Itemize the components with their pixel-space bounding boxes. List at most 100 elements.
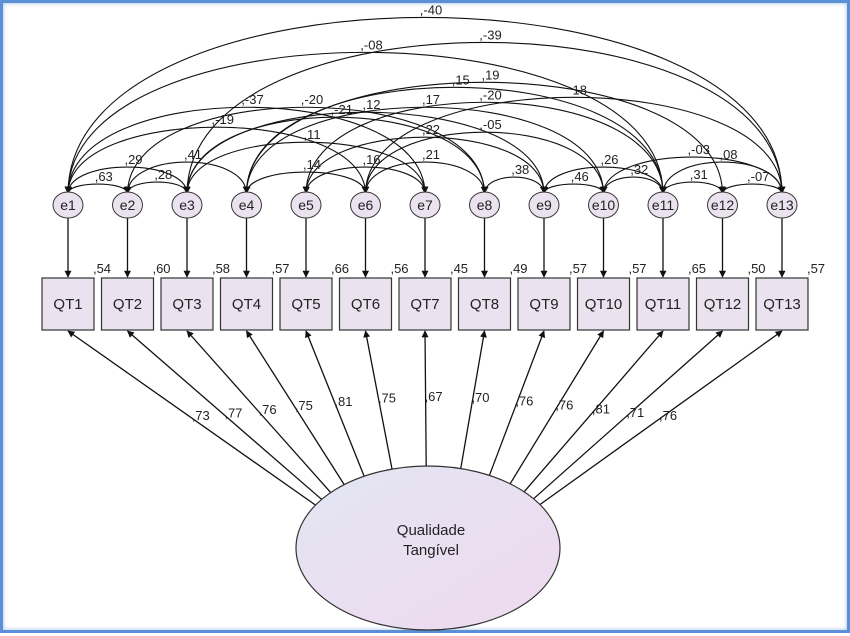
covariance-arc-e1-e13[interactable] <box>64 17 786 194</box>
covariance-arc-e1-e7[interactable] <box>64 106 429 194</box>
covariance-arc-e2-e3[interactable] <box>124 181 190 194</box>
error-node-e7[interactable] <box>409 191 441 219</box>
covariance-arc-e5-e7[interactable] <box>302 166 429 194</box>
loading-path-qt12[interactable] <box>531 330 724 501</box>
covariance-arc-e2-e4[interactable] <box>124 161 250 194</box>
covariance-arc-e3-e13[interactable] <box>183 41 786 194</box>
loading-path-qt8[interactable] <box>459 330 487 471</box>
covariance-arc-e6-e13[interactable] <box>362 96 786 194</box>
error-node-e2[interactable] <box>112 191 143 219</box>
loading-path-qt11[interactable] <box>522 330 664 494</box>
item-box-qt10[interactable] <box>576 277 631 331</box>
item-box-qt2[interactable] <box>100 277 155 331</box>
loading-path-qt7[interactable] <box>421 330 429 468</box>
loading-path-qt4[interactable] <box>245 330 346 487</box>
loading-value: ,71 <box>626 405 644 420</box>
loading-path-qt2[interactable] <box>126 330 324 502</box>
covariance-arc-e1-e3[interactable] <box>64 166 191 194</box>
r-squared-value: ,57 <box>271 261 289 276</box>
item-label: QT7 <box>410 296 439 313</box>
loading-value: ,73 <box>192 408 210 423</box>
covariance-arc-e3-e9[interactable] <box>183 111 548 194</box>
loading-value: ,76 <box>555 398 573 413</box>
item-box-qt5[interactable] <box>279 277 333 331</box>
covariance-arc-e9-e10[interactable] <box>541 183 606 194</box>
error-label: e7 <box>417 197 433 213</box>
item-box-qt1[interactable] <box>41 277 95 331</box>
covariance-arc-e2-e8[interactable] <box>124 106 488 194</box>
covariance-arc-e11-e13[interactable] <box>659 161 786 194</box>
covariance-value: 18 <box>573 82 587 97</box>
covariance-arc-e6-e10[interactable] <box>362 131 607 194</box>
error-node-e13[interactable] <box>766 191 798 219</box>
loading-path-qt6[interactable] <box>363 330 393 471</box>
loading-path-qt13[interactable] <box>537 330 783 507</box>
covariance-arc-e4-e11[interactable] <box>243 86 667 194</box>
item-box-qt6[interactable] <box>338 277 393 331</box>
covariance-arc-e5-e9[interactable] <box>302 136 548 194</box>
error-label: e13 <box>770 197 794 213</box>
path-arrows: ,73,77,76,75,81,75,67,70,76,76,81,71,76 <box>64 218 786 507</box>
sem-path-diagram: ,-08,-40,-39,19,-37,-21,12,17,-20,-19,-2… <box>41 3 825 631</box>
item-box-qt4[interactable] <box>219 277 274 331</box>
loading-path-qt5[interactable] <box>305 330 366 479</box>
nodes: e1QT1,54e2QT2,60e3QT3,58e4QT4,57e5QT5,66… <box>41 191 825 331</box>
item-label: QT10 <box>585 296 623 313</box>
item-label: QT3 <box>172 296 201 313</box>
covariance-value: ,15 <box>452 72 470 87</box>
error-node-e4[interactable] <box>231 191 262 219</box>
covariance-value: ,26 <box>600 152 618 167</box>
item-box-qt3[interactable] <box>160 277 214 331</box>
error-node-e1[interactable] <box>52 191 84 219</box>
latent-label-line2: Tangível <box>403 542 459 559</box>
covariance-arc-e1-e2[interactable] <box>65 183 130 194</box>
covariance-arc-e6-e8[interactable] <box>362 161 488 194</box>
item-box-qt8[interactable] <box>457 277 512 331</box>
item-box-qt9[interactable] <box>517 277 571 331</box>
error-label: e6 <box>358 197 374 213</box>
loading-path-qt3[interactable] <box>186 330 333 495</box>
item-box-qt11[interactable] <box>636 277 690 331</box>
latent-variable[interactable]: Qualidade Tangível <box>295 465 561 631</box>
covariance-arc-e11-e12[interactable] <box>660 181 726 194</box>
error-label: e2 <box>120 197 136 213</box>
covariance-arc-e4-e6[interactable] <box>243 171 369 194</box>
covariance-arc-e10-e13[interactable] <box>600 156 786 194</box>
covariance-arc-e8-e9[interactable] <box>481 176 547 194</box>
loading-path-qt10[interactable] <box>508 330 605 486</box>
error-node-e12[interactable] <box>707 191 738 219</box>
loading-path-qt1[interactable] <box>67 330 318 507</box>
covariance-arc-e9-e11[interactable] <box>540 166 667 194</box>
error-node-e6[interactable] <box>350 191 381 219</box>
covariance-value: ,41 <box>184 147 202 162</box>
covariance-arcs: ,-08,-40,-39,19,-37,-21,12,17,-20,-19,-2… <box>64 3 786 194</box>
covariance-arc-e1-e11[interactable] <box>64 51 667 194</box>
error-node-e3[interactable] <box>171 191 203 219</box>
loading-value: ,76 <box>515 394 533 409</box>
r-squared-value: ,60 <box>152 261 170 276</box>
error-label: e10 <box>592 197 616 213</box>
error-label: e3 <box>179 197 195 213</box>
item-box-qt13[interactable] <box>755 277 809 331</box>
item-label: QT9 <box>529 296 558 313</box>
error-node-e9[interactable] <box>528 191 560 219</box>
covariance-value: ,28 <box>154 167 172 182</box>
error-label: e12 <box>711 197 735 213</box>
loading-path-qt9[interactable] <box>488 330 546 478</box>
covariance-value: ,63 <box>95 169 113 184</box>
error-node-e11[interactable] <box>647 191 679 219</box>
covariance-value: ,08 <box>719 147 737 162</box>
error-node-e10[interactable] <box>588 191 619 219</box>
covariance-arc-e1-e6[interactable] <box>64 126 369 194</box>
item-box-qt7[interactable] <box>398 277 452 331</box>
covariance-arc-e3-e7[interactable] <box>183 141 429 194</box>
latent-ellipse[interactable] <box>295 465 561 631</box>
covariance-arc-e5-e11[interactable] <box>302 101 667 194</box>
covariance-arc-e12-e13[interactable] <box>720 183 785 194</box>
error-node-e5[interactable] <box>290 191 322 219</box>
item-label: QT4 <box>232 296 261 313</box>
loading-value: ,77 <box>224 405 242 420</box>
error-node-e8[interactable] <box>469 191 500 219</box>
item-box-qt12[interactable] <box>695 277 750 331</box>
